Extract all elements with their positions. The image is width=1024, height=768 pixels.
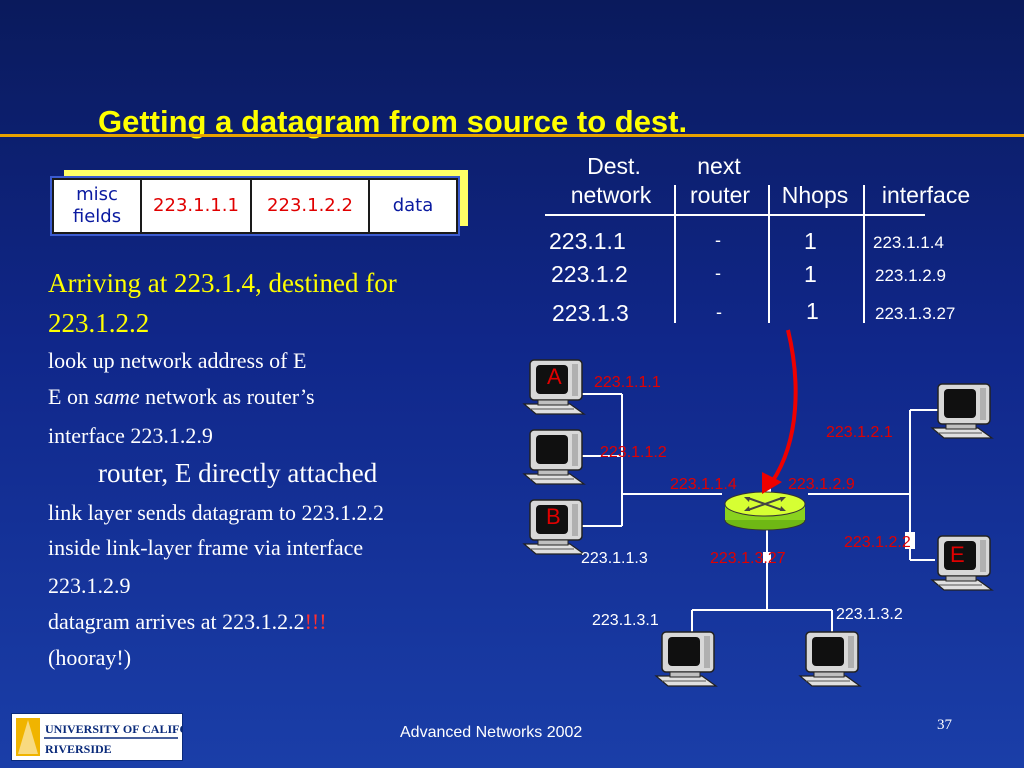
host-e-label: E <box>950 542 965 568</box>
ip-label-router-if3: 223.1.3.27 <box>710 550 786 568</box>
host-a-label: A <box>547 364 562 390</box>
subnet-3-links <box>692 526 832 632</box>
route-arrow-icon <box>762 330 796 494</box>
ip-label-ne: 223.1.2.1 <box>826 424 893 442</box>
host-b-label: B <box>546 504 561 530</box>
footer-text: Advanced Networks 2002 <box>400 724 582 742</box>
host-br-computer-icon <box>800 632 860 686</box>
svg-text:RIVERSIDE: RIVERSIDE <box>45 742 112 756</box>
slide-number: 37 <box>937 717 952 734</box>
ip-label-bottom-left: 223.1.3.1 <box>592 612 659 630</box>
host-2-computer-icon <box>524 430 584 484</box>
host-ne-computer-icon <box>932 384 992 438</box>
ip-label-router-if2: 223.1.2.9 <box>788 476 855 494</box>
university-logo-mark: UNIVERSITY OF CALIFORNIA RIVERSIDE <box>12 714 182 760</box>
university-logo: UNIVERSITY OF CALIFORNIA RIVERSIDE <box>11 713 183 761</box>
ip-label-a: 223.1.1.1 <box>594 374 661 392</box>
ip-label-host2: 223.1.1.2 <box>600 444 667 462</box>
ip-label-e: 223.1.2.2 <box>844 534 911 552</box>
svg-text:UNIVERSITY OF CALIFORNIA: UNIVERSITY OF CALIFORNIA <box>45 722 182 736</box>
ip-label-router-if1: 223.1.1.4 <box>670 476 737 494</box>
host-bl-computer-icon <box>656 632 716 686</box>
ip-label-bottom-right: 223.1.3.2 <box>836 606 903 624</box>
ip-label-b: 223.1.1.3 <box>581 550 648 568</box>
router-icon <box>725 492 805 530</box>
